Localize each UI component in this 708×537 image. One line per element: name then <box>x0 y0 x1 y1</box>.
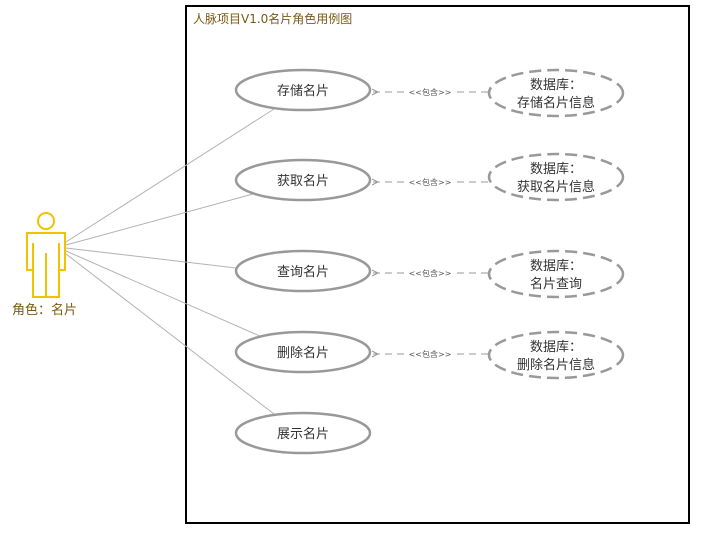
use-case-label: 展示名片 <box>277 426 329 442</box>
included-case-db3[interactable]: 数据库： 名片查询 <box>487 249 625 299</box>
included-case-label-line1: 数据库： <box>530 339 582 355</box>
use-case-ellipse <box>234 330 372 374</box>
use-case-ellipse <box>234 249 372 293</box>
included-case-label-line2: 存储名片信息 <box>517 95 595 111</box>
included-case-label-line2: 删除名片信息 <box>517 357 595 373</box>
use-case-ellipse <box>234 411 372 455</box>
system-boundary <box>185 5 690 524</box>
include-label: <<包含>> <box>409 177 452 187</box>
diagram-title: 人脉项目V1.0名片角色用例图 <box>193 12 353 26</box>
use-case-label: 存储名片 <box>277 83 329 99</box>
included-case-db2[interactable]: 数据库： 获取名片信息 <box>487 152 625 202</box>
included-case-label-line2: 名片查询 <box>530 276 582 292</box>
include-label-bg <box>408 348 452 360</box>
included-case-ellipse <box>487 330 625 380</box>
use-case-uc4[interactable]: 删除名片 <box>234 330 372 374</box>
included-case-db1[interactable]: 数据库： 存储名片信息 <box>487 68 625 118</box>
use-case-uc5[interactable]: 展示名片 <box>234 411 372 455</box>
included-case-ellipse <box>487 152 625 202</box>
use-case-label: 查询名片 <box>277 264 329 280</box>
included-case-ellipse <box>487 68 625 118</box>
included-case-ellipse <box>487 249 625 299</box>
include-label: <<包含>> <box>409 349 452 359</box>
include-label-bg <box>408 267 452 279</box>
include-label-bg <box>408 86 452 98</box>
association-line-uc2 <box>65 193 254 246</box>
actor-label: 角色：名片 <box>12 303 78 318</box>
use-case-label: 删除名片 <box>277 345 329 361</box>
use-case-uc1[interactable]: 存储名片 <box>234 68 372 112</box>
included-case-label-line1: 数据库： <box>530 77 582 93</box>
association-line-uc1 <box>65 108 275 243</box>
use-case-label: 获取名片 <box>277 173 329 189</box>
association-line-uc4 <box>65 250 263 338</box>
include-label: <<包含>> <box>409 87 452 97</box>
use-case-ellipse <box>234 68 372 112</box>
included-case-db4[interactable]: 数据库： 删除名片信息 <box>487 330 625 380</box>
included-case-label-line1: 数据库： <box>530 161 582 177</box>
included-case-label-line2: 获取名片信息 <box>517 179 595 195</box>
include-label-bg <box>408 176 452 188</box>
use-case-uc2[interactable]: 获取名片 <box>234 158 372 202</box>
use-case-uc3[interactable]: 查询名片 <box>234 249 372 293</box>
person-icon <box>26 212 66 298</box>
included-case-label-line1: 数据库： <box>530 258 582 274</box>
association-line-uc3 <box>65 247 237 269</box>
use-case-ellipse <box>234 158 372 202</box>
association-line-uc5 <box>65 253 275 415</box>
include-label: <<包含>> <box>409 268 452 278</box>
